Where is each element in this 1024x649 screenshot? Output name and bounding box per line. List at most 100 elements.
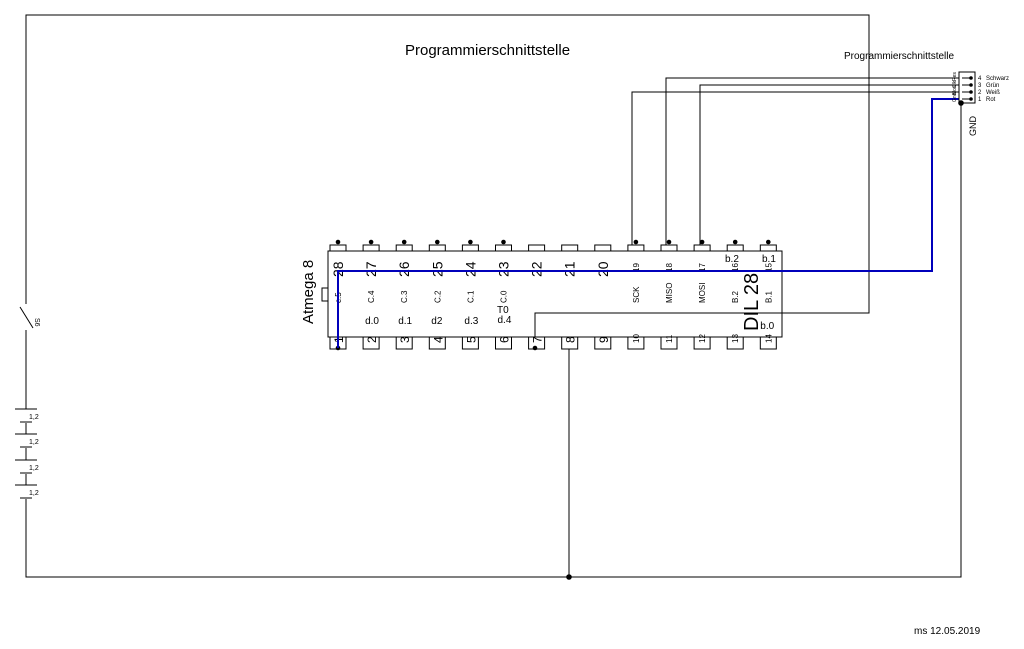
pin-number: 2 (365, 336, 379, 343)
top-pin: 26C.3 (395, 239, 413, 303)
battery-cell: 1,2 (15, 484, 39, 499)
pin-function: C.0 (500, 290, 509, 303)
pin-function: B.2 (731, 290, 740, 303)
top-pin: 16B.2 (726, 239, 744, 303)
circuit-wires (19, 14, 964, 580)
pin-junction-dot (435, 239, 440, 245)
bottom-pin: 10 (627, 334, 645, 350)
battery-cell: 1,2 (15, 433, 39, 448)
bottom-pin: 12 (693, 334, 711, 350)
connector-color-label: Grün (986, 83, 999, 89)
label-t0: T0 (497, 305, 509, 316)
pin-function: d.4 (498, 315, 512, 326)
top-pin: 20 (594, 244, 612, 277)
pin-number: 19 (632, 263, 641, 272)
chip-package: DIL 28 (741, 273, 763, 331)
pin-function: MOSI (698, 283, 707, 303)
pin-number: 12 (698, 334, 707, 343)
connector-pin-number: 2 (978, 90, 982, 96)
battery-pack: 1,2 1,2 1,2 1,2 (15, 408, 39, 499)
connector-title: Programmierschnittstelle (844, 51, 954, 62)
top-pin: 22 (528, 244, 546, 277)
pin-junction-dot (501, 239, 506, 245)
bottom-pin: 7 (528, 336, 546, 350)
pin-number: 10 (632, 334, 641, 343)
pin-function: MISO (665, 283, 674, 303)
chip: Atmega 8 DIL 28 b.2 b.1 T0 28c.527C.426C… (300, 239, 783, 351)
battery-cell-voltage: 1,2 (29, 439, 39, 446)
pin-junction-dot (732, 239, 738, 245)
schematic-title: Programmierschnittstelle (405, 42, 570, 59)
top-pin: 23C.0 (495, 239, 512, 303)
pin-number: 11 (665, 334, 674, 343)
pin-number: 27 (363, 261, 379, 277)
connector-wire: 2 Weiß Mosi (952, 84, 1000, 96)
pin-function: C.3 (400, 290, 409, 303)
pin-number: 3 (398, 336, 412, 343)
label-b2: b.2 (725, 254, 739, 265)
battery-cell: 1,2 (15, 408, 39, 423)
pin-number: 6 (498, 336, 512, 343)
connector-pin-number: 3 (978, 83, 982, 89)
pin-function: d.1 (398, 316, 412, 327)
pin-junction-dot (335, 239, 341, 245)
label-b1: b.1 (762, 254, 776, 265)
pin-number: 26 (396, 261, 412, 277)
top-pin: 21 (561, 244, 579, 277)
connector-pin-number: 4 (978, 76, 982, 82)
pin-number: 14 (764, 334, 773, 343)
pin-function: d2 (431, 316, 443, 327)
top-pin: 27C.4 (362, 239, 380, 303)
programmer-wires (631, 77, 959, 245)
pin-junction-dot (699, 239, 705, 245)
pin-number: 15 (764, 263, 773, 272)
pin-number: 21 (562, 261, 578, 277)
pin-number: 8 (564, 336, 578, 343)
pin-number: 25 (429, 261, 445, 277)
pin-number: 9 (597, 336, 611, 343)
connector-color-label: Weiß (986, 90, 1000, 96)
pin-junction-dot (766, 239, 771, 245)
pin-junction-dot (633, 239, 639, 245)
bottom-pin: 11 (660, 334, 678, 350)
pin-junction-dot (468, 239, 473, 245)
pin-function: B.1 (764, 290, 773, 303)
pin-function: d.3 (464, 316, 478, 327)
pin-junction-dot (368, 239, 374, 245)
pin-function: d.0 (365, 316, 379, 327)
gnd-label: GND (968, 116, 978, 137)
pin-number: 5 (464, 336, 478, 343)
bottom-pin: 2 d.0 (362, 316, 380, 350)
signature: ms 12.05.2019 (914, 626, 981, 637)
pin-number: 24 (462, 261, 478, 277)
pin-number: 23 (496, 261, 512, 277)
battery-cell-voltage: 1,2 (29, 490, 39, 497)
connector-pin-label: Mosi (952, 84, 958, 95)
pin-junction-dot (666, 239, 672, 245)
switch-label: S6 (33, 318, 40, 327)
pin-number: 18 (665, 263, 674, 272)
pin-function: b.0 (760, 321, 774, 332)
pin-number: 20 (595, 261, 611, 277)
pin-number: 4 (431, 336, 445, 343)
bottom-pin: 8 (561, 336, 579, 350)
bottom-pin: 4 d2 (428, 316, 446, 350)
connector-pin-label: Res (952, 72, 958, 81)
pin-number: 13 (731, 334, 740, 343)
bottom-pin: 14b.0 (759, 321, 777, 350)
pin-junction-dot (401, 239, 407, 245)
connector-pin-label: Clk (952, 80, 958, 88)
pin-function: SCK (632, 286, 641, 303)
battery-cell-voltage: 1,2 (29, 465, 39, 472)
connector-color-label: Rot (986, 97, 996, 103)
pin-number: 17 (698, 263, 707, 272)
